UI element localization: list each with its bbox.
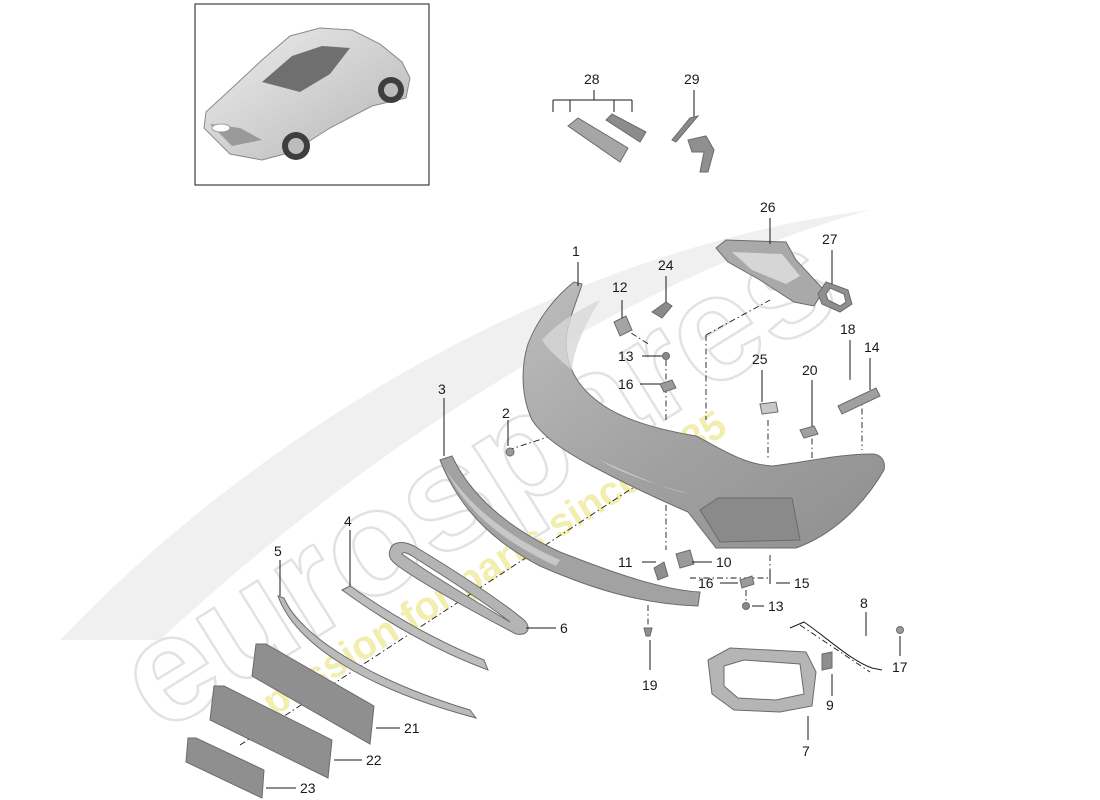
part-4-trim-strip	[341, 585, 489, 671]
callout-6: 6	[560, 620, 568, 636]
bumper-side-intake	[699, 497, 801, 543]
part-25-nut-clip	[759, 401, 779, 415]
callout-12: 12	[612, 279, 628, 295]
part-27-seal	[817, 281, 853, 313]
car-image	[203, 27, 411, 161]
part-9-clip	[821, 651, 833, 671]
part-16-nut-upper	[659, 379, 677, 393]
callout-13-upper: 13	[618, 348, 634, 364]
callout-28: 28	[584, 71, 600, 87]
part-28-sealant-kit	[552, 90, 647, 163]
part-11-sensor	[653, 561, 669, 581]
leader-lines	[266, 218, 901, 789]
watermark-swoosh	[60, 210, 870, 640]
part-6-grille-frame	[388, 542, 529, 635]
callout-24: 24	[658, 257, 674, 273]
part-10-sensor-holder	[675, 549, 695, 569]
callout-3: 3	[438, 381, 446, 397]
callout-15: 15	[794, 575, 810, 591]
part-8-cable	[789, 621, 883, 671]
callout-25: 25	[752, 351, 768, 367]
part-24-clip	[651, 301, 673, 319]
part-19-screw	[643, 627, 653, 637]
part-20-clip	[799, 425, 819, 439]
part-29-application-gun	[671, 90, 715, 173]
callout-27: 27	[822, 231, 838, 247]
part-13-screw-lower	[742, 602, 750, 610]
callout-19: 19	[642, 677, 658, 693]
callout-18: 18	[840, 321, 856, 337]
hardware	[505, 301, 904, 671]
tube-small	[605, 113, 647, 143]
callout-16-upper: 16	[618, 376, 634, 392]
callout-13-lower: 13	[768, 598, 784, 614]
callout-1: 1	[572, 243, 580, 259]
tube-large	[567, 117, 629, 163]
callout-4: 4	[344, 513, 352, 529]
callout-5: 5	[274, 543, 282, 559]
callout-9: 9	[826, 697, 834, 713]
callout-labels: 1 2 3 4 5 6 7 8 9 10 11 12 13 16 24 25 2…	[274, 71, 908, 796]
callout-22: 22	[366, 752, 382, 768]
callout-2: 2	[502, 405, 510, 421]
part-5-lower-trim	[277, 595, 478, 719]
callout-14: 14	[864, 339, 880, 355]
callout-21: 21	[404, 720, 420, 736]
callout-29: 29	[684, 71, 700, 87]
callout-17: 17	[892, 659, 908, 675]
part-7-light-frame	[707, 647, 817, 713]
callout-20: 20	[802, 362, 818, 378]
callout-23: 23	[300, 780, 316, 796]
part-17-screw	[896, 626, 904, 634]
part-16-nut-lower	[739, 575, 755, 589]
part-23-license-plate-backing	[185, 737, 265, 799]
part-14-bracket	[837, 387, 881, 415]
part-26-air-duct	[715, 239, 825, 307]
part-13-screw-upper	[662, 352, 670, 360]
callout-7: 7	[802, 743, 810, 759]
vehicle-thumbnail	[194, 3, 430, 186]
part-3-air-guide	[439, 455, 701, 607]
part-1-bumper-cover	[522, 281, 885, 549]
callout-10: 10	[716, 554, 732, 570]
part-22-license-plate-bracket	[209, 685, 333, 779]
part-21-license-plate-holder	[251, 643, 375, 745]
callout-26: 26	[760, 199, 776, 215]
part-2-plug	[505, 447, 515, 457]
callout-11: 11	[618, 554, 633, 570]
callout-8: 8	[860, 595, 868, 611]
callout-16-lower: 16	[698, 575, 714, 591]
